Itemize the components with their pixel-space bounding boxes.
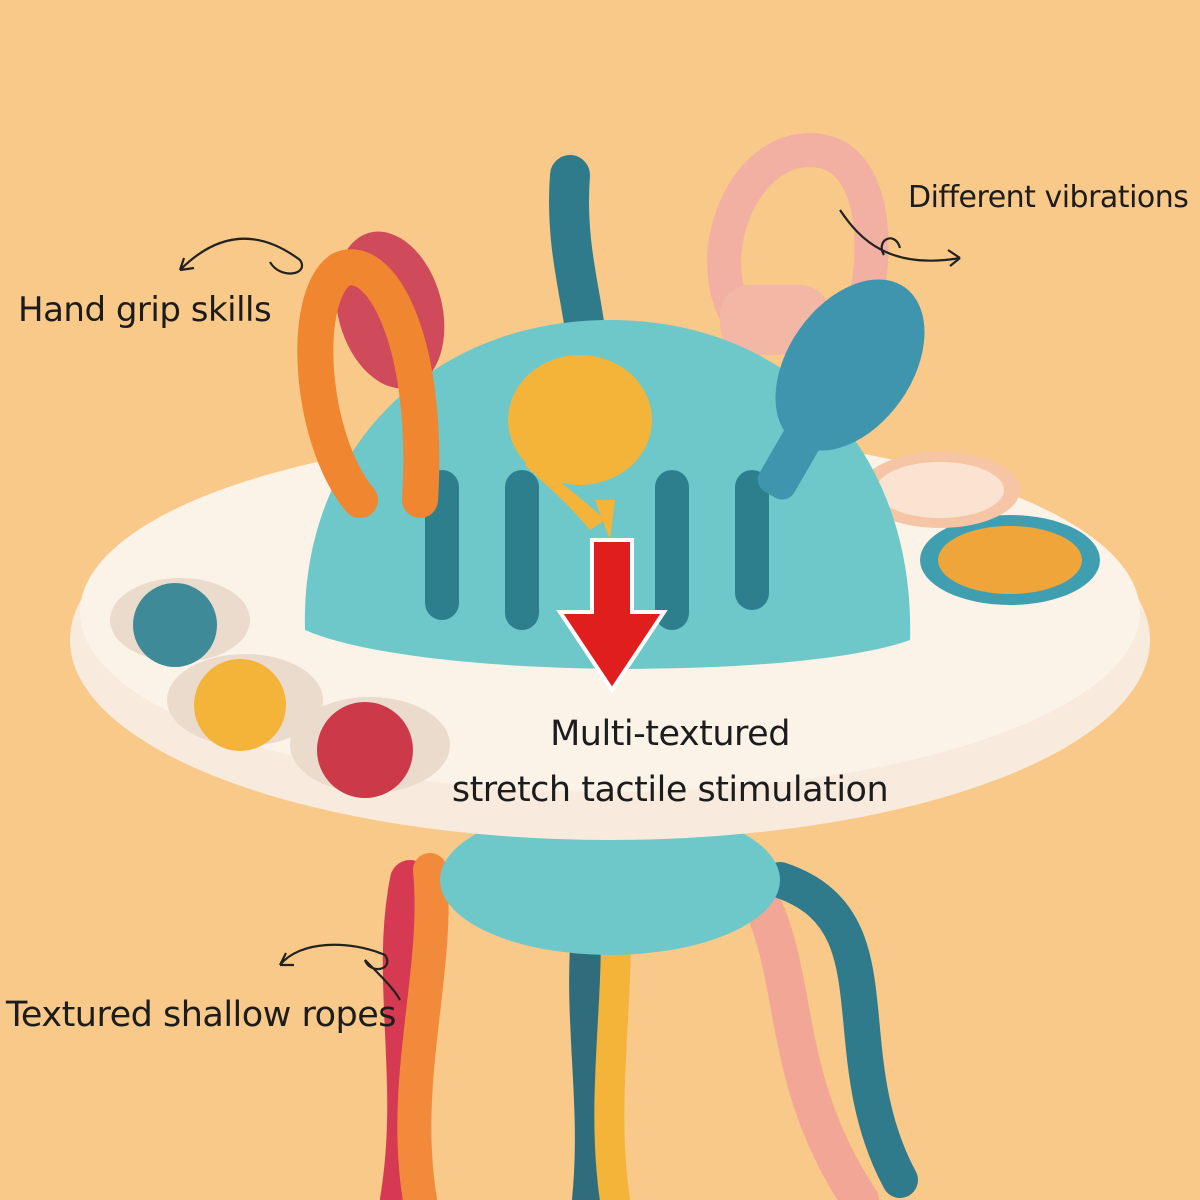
label-multi-textured: Multi-textured stretch tactile stimulati… <box>440 706 900 818</box>
label-multi-line2: stretch tactile stimulation <box>451 770 889 810</box>
saucer-balls <box>110 452 1100 798</box>
orange-loop <box>297 249 440 518</box>
label-multi-line1: Multi-textured <box>550 714 790 754</box>
curved-arrow-icon <box>178 237 304 275</box>
teal-teether <box>775 279 925 451</box>
down-arrow-icon <box>556 538 668 694</box>
lower-ball <box>440 805 780 955</box>
label-textured-ropes: Textured shallow ropes <box>6 995 396 1035</box>
yellow-top <box>508 355 652 485</box>
curved-arrow-icon <box>839 209 961 267</box>
label-hand-grip: Hand grip skills <box>18 290 272 330</box>
curved-arrow-icon <box>279 943 401 1001</box>
label-different-vibrations: Different vibrations <box>908 180 1189 215</box>
top-stalk <box>549 155 605 350</box>
pink-loop <box>707 132 889 337</box>
